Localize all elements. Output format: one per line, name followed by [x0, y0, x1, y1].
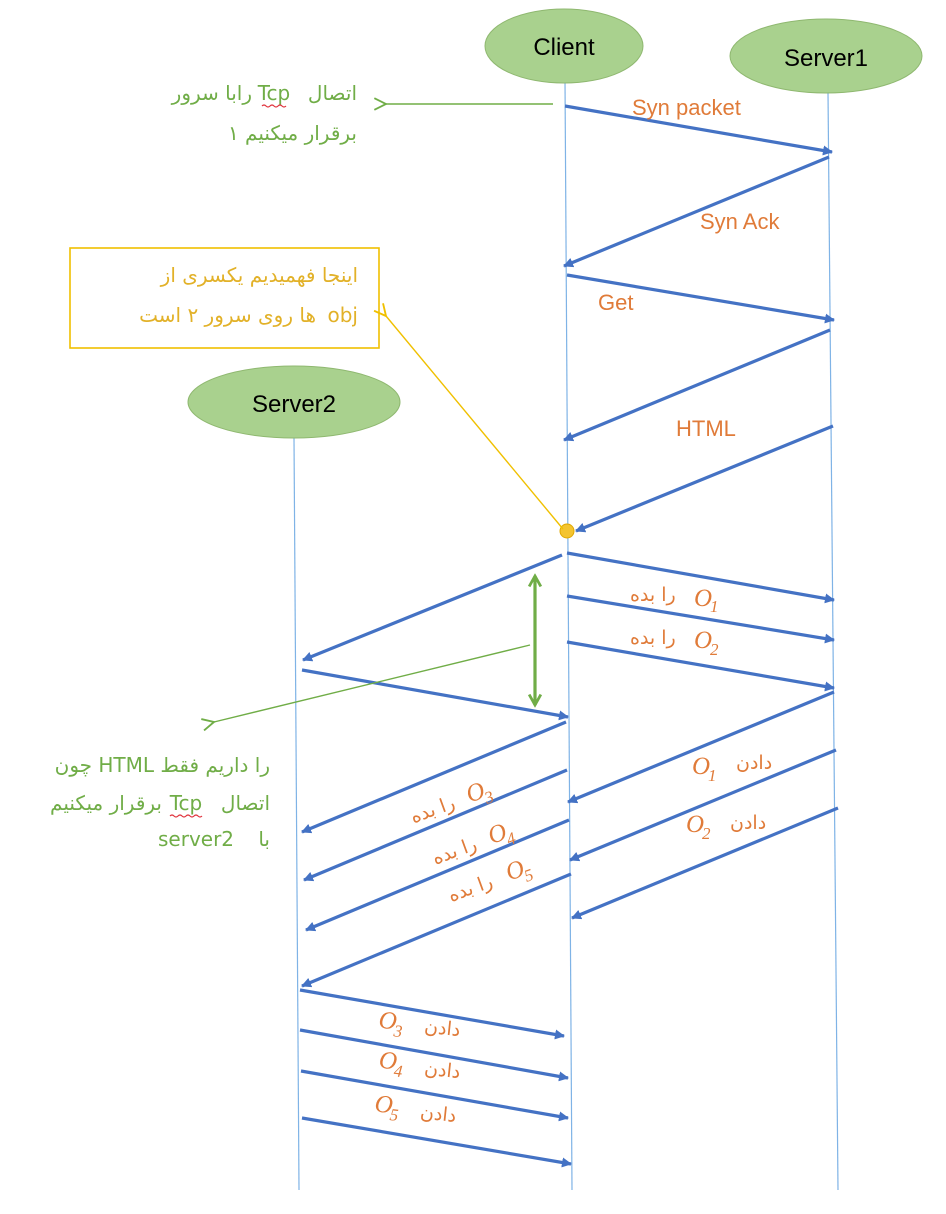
svg-text:چون HTML را داریم فقط: چون HTML را داریم فقط: [55, 753, 270, 777]
svg-text:5: 5: [389, 1105, 399, 1125]
svg-text:ها روی سرور ۲ است: ها روی سرور ۲ است: [139, 303, 316, 327]
label-give-o2: را بده O 2: [630, 627, 719, 659]
svg-text:O: O: [686, 811, 704, 838]
lifeline-server2: [293, 437, 300, 1191]
svg-text:O: O: [694, 585, 712, 612]
arrow-request-o1: [566, 551, 835, 604]
node-server2-label: Server2: [252, 391, 336, 418]
svg-text:را بده: را بده: [429, 833, 479, 869]
svg-text:obj: obj: [328, 303, 359, 327]
node-server2: Server2: [187, 365, 401, 439]
svg-text:دادن: دادن: [419, 1101, 457, 1127]
arrow-server2-response-a: [299, 988, 565, 1040]
svg-text:server2: server2: [158, 827, 234, 851]
svg-text:4: 4: [393, 1061, 404, 1081]
svg-text:Tcp: Tcp: [257, 81, 291, 105]
arrow-request-o3-lead: [301, 720, 567, 834]
svg-text:رابا سرور: رابا سرور: [171, 81, 252, 105]
arrow-server1-response-o2: [571, 806, 839, 920]
arrow-syn-ack: [563, 155, 830, 268]
label-receive-o4: O 4 دادن: [378, 1047, 462, 1084]
label-receive-o2: O 2 دادن: [686, 811, 766, 843]
svg-text:اتصال: اتصال: [308, 81, 357, 105]
svg-text:3: 3: [392, 1021, 403, 1041]
note-box-found-objs: [69, 247, 380, 349]
svg-text:O: O: [377, 1007, 398, 1036]
arrow-html-1: [563, 328, 831, 442]
svg-text:دادن: دادن: [730, 812, 766, 834]
label-html: HTML: [676, 416, 736, 441]
node-server1-label: Server1: [784, 45, 868, 72]
svg-text:O: O: [373, 1091, 394, 1120]
svg-text:O: O: [694, 627, 712, 654]
arrow-server2-response-o3: [299, 1028, 569, 1082]
svg-text:دادن: دادن: [736, 752, 772, 774]
svg-text:را بده: را بده: [630, 584, 676, 606]
arrow-request-o4: [305, 818, 570, 932]
svg-text:O: O: [378, 1047, 399, 1076]
label-get: Get: [598, 290, 633, 315]
svg-text:دادن: دادن: [423, 1016, 461, 1042]
note-html-server2: چون HTML را داریم فقط اتصال Tcp برقرار م…: [50, 753, 270, 851]
arrow-get: [566, 273, 835, 324]
label-syn-packet: Syn packet: [632, 95, 741, 120]
arrow-syn-packet: [564, 104, 833, 156]
arrow-request-o3: [303, 768, 568, 882]
svg-text:را بده: را بده: [445, 870, 495, 906]
svg-text:را بده: را بده: [407, 792, 457, 828]
arrow-request-o5: [301, 872, 572, 988]
svg-text:1: 1: [708, 766, 717, 785]
note-pointer-html-server2: [214, 644, 531, 722]
label-give-o1: را بده O 1: [630, 584, 719, 616]
arrow-server1-response-a: [567, 690, 835, 804]
arrow-server2-response-o5: [301, 1116, 572, 1168]
arrow-server2-to-client-ack: [301, 668, 569, 721]
svg-text:اتصال: اتصال: [221, 791, 270, 815]
note-tcp-server1: اتصال Tcp رابا سرور ۱ برقرار میکنیم: [171, 81, 357, 145]
svg-text:Tcp: Tcp: [169, 791, 203, 815]
svg-text:2: 2: [710, 640, 719, 659]
label-receive-o3: O 3 دادن: [377, 1007, 461, 1042]
lifeline-client: [564, 79, 573, 1191]
note-found-objs: اینجا فهمیدیم یکسری از obj ها روی سرور ۲…: [139, 263, 358, 327]
svg-text:دادن: دادن: [423, 1058, 461, 1084]
label-syn-ack: Syn Ack: [700, 209, 780, 234]
arrow-request-o2: [566, 594, 835, 644]
svg-text:اینجا فهمیدیم یکسری از: اینجا فهمیدیم یکسری از: [160, 263, 358, 287]
arrow-client-to-server2-syn: [302, 553, 563, 662]
svg-text:O: O: [692, 753, 710, 780]
node-server1: Server1: [729, 18, 923, 94]
label-receive-o1: O 1 دادن: [692, 752, 772, 785]
node-client-label: Client: [533, 34, 595, 61]
label-receive-o5: O 5 دادن: [373, 1091, 457, 1127]
svg-text:برقرار میکنیم: برقرار میکنیم: [50, 791, 162, 815]
svg-text:1: 1: [710, 597, 719, 616]
node-client: Client: [484, 8, 644, 84]
arrow-request-o2-b: [566, 640, 835, 692]
arrow-server2-response-o4: [300, 1069, 569, 1122]
arrow-server1-response-o1: [569, 748, 837, 862]
svg-text:2: 2: [702, 824, 711, 843]
svg-text:با: با: [258, 827, 270, 851]
svg-text:۱ برقرار میکنیم: ۱ برقرار میکنیم: [228, 121, 357, 145]
note-pointer-found-objs: [386, 316, 564, 530]
svg-text:را بده: را بده: [630, 627, 676, 649]
arrow-html-2: [575, 424, 834, 533]
decision-point-dot: [559, 523, 575, 539]
svg-text:5: 5: [522, 865, 536, 886]
